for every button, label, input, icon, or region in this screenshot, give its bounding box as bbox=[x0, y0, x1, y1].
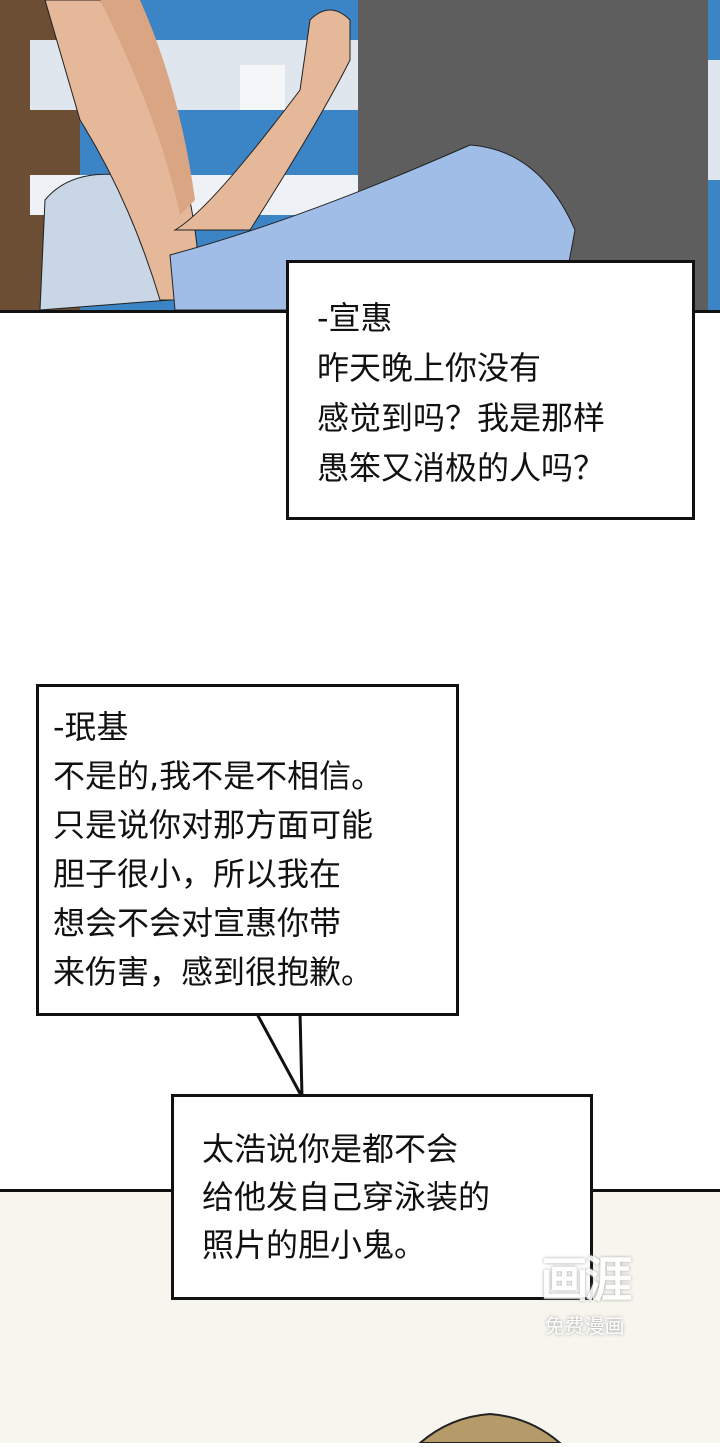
speech-line: 照片的胆小鬼。 bbox=[202, 1226, 427, 1264]
watermark-logo: 画涯 bbox=[540, 1252, 632, 1308]
caption-line: 不是的,我不是不相信。 bbox=[53, 757, 384, 795]
caption-line: 来伤害，感到很抱歉。 bbox=[53, 953, 374, 991]
caption-line: 胆子很小，所以我在 bbox=[53, 855, 342, 893]
caption-line: 想会不会对宣惠你带 bbox=[53, 904, 342, 942]
speech-bubble: 太浩说你是都不会 给他发自己穿泳装的 照片的胆小鬼。 bbox=[171, 1094, 593, 1300]
speech-line: 给他发自己穿泳装的 bbox=[202, 1178, 491, 1216]
speaker-name: -珉基 bbox=[53, 708, 129, 746]
watermark-subtitle: 免费漫画 bbox=[544, 1314, 625, 1338]
caption-box-1: -宣惠 昨天晚上你没有 感觉到吗？我是那样 愚笨又消极的人吗？ bbox=[286, 260, 695, 520]
caption-box-2: -珉基 不是的,我不是不相信。 只是说你对那方面可能 胆子很小，所以我在 想会不… bbox=[36, 684, 459, 1016]
speaker-name: -宣惠 bbox=[317, 299, 393, 337]
caption-line: 愚笨又消极的人吗？ bbox=[317, 449, 606, 487]
watermark: 画涯 免费漫画 bbox=[522, 1240, 647, 1339]
speech-line: 太浩说你是都不会 bbox=[202, 1130, 459, 1168]
character-hair bbox=[417, 1412, 563, 1444]
caption-line: 只是说你对那方面可能 bbox=[53, 806, 374, 844]
caption-line: 感觉到吗？我是那样 bbox=[317, 399, 606, 437]
caption-line: 昨天晚上你没有 bbox=[317, 349, 542, 387]
